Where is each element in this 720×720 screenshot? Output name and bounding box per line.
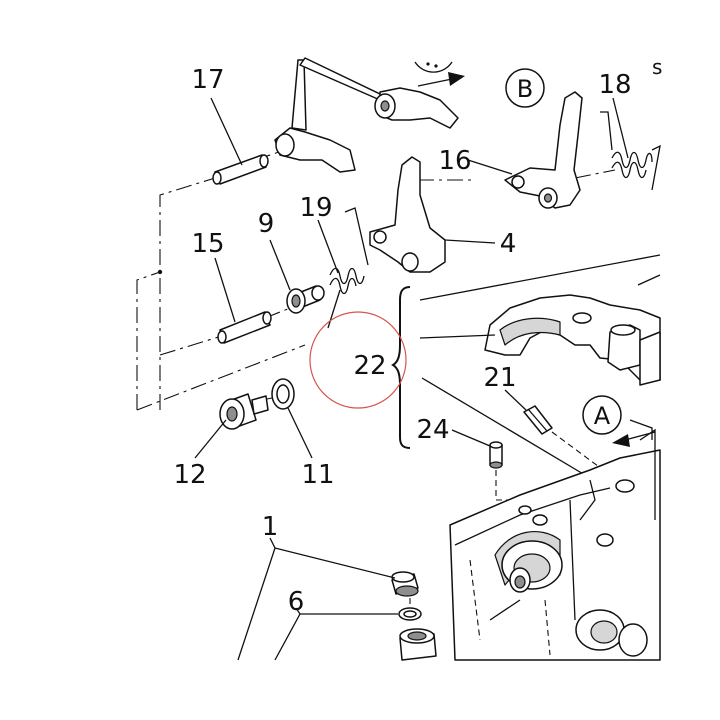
- label-22: 22: [353, 351, 386, 381]
- callout-a: A: [582, 395, 656, 447]
- pin-15: [217, 311, 272, 344]
- brace-22: [391, 254, 661, 479]
- pin-17: [212, 154, 269, 185]
- leader-lines: [194, 97, 629, 661]
- svg-text:A: A: [594, 402, 611, 430]
- clip-6: [398, 598, 422, 621]
- washer-11: [271, 378, 295, 410]
- label-11: 11: [301, 460, 334, 490]
- svg-text:s: s: [652, 55, 662, 79]
- label-1: 1: [262, 512, 279, 542]
- lever-4: [369, 156, 446, 273]
- part-labels: 17 18 16 19 9 15 4 22 21 24 12 11 1 6: [173, 65, 631, 617]
- torsion-spring-18: [600, 111, 661, 191]
- label-24: 24: [416, 415, 449, 445]
- svg-text:B: B: [517, 75, 533, 103]
- label-12: 12: [173, 460, 206, 490]
- label-21: 21: [483, 363, 516, 393]
- label-15: 15: [191, 229, 224, 259]
- label-9: 9: [258, 209, 275, 239]
- torsion-spring-19: [327, 207, 369, 329]
- label-6: 6: [288, 587, 305, 617]
- highlight-circle: [309, 311, 407, 409]
- bracket-22: [484, 294, 661, 386]
- plug-bolt-12: [219, 393, 269, 430]
- label-19: 19: [299, 193, 332, 223]
- dowel-24: [489, 441, 520, 501]
- label-18: 18: [598, 70, 631, 100]
- label-16: 16: [438, 146, 471, 176]
- cap-1: [391, 571, 419, 597]
- bushing-9: [286, 285, 325, 314]
- label-4: 4: [500, 229, 517, 259]
- sleeve-6: [399, 628, 437, 661]
- lever-16: [504, 91, 583, 209]
- gear-housing: [449, 419, 661, 661]
- label-17: 17: [191, 65, 224, 95]
- rocker-arm-top-center: [299, 57, 459, 129]
- callout-b: B: [505, 68, 545, 108]
- top-direction-arrow: s: [414, 55, 662, 87]
